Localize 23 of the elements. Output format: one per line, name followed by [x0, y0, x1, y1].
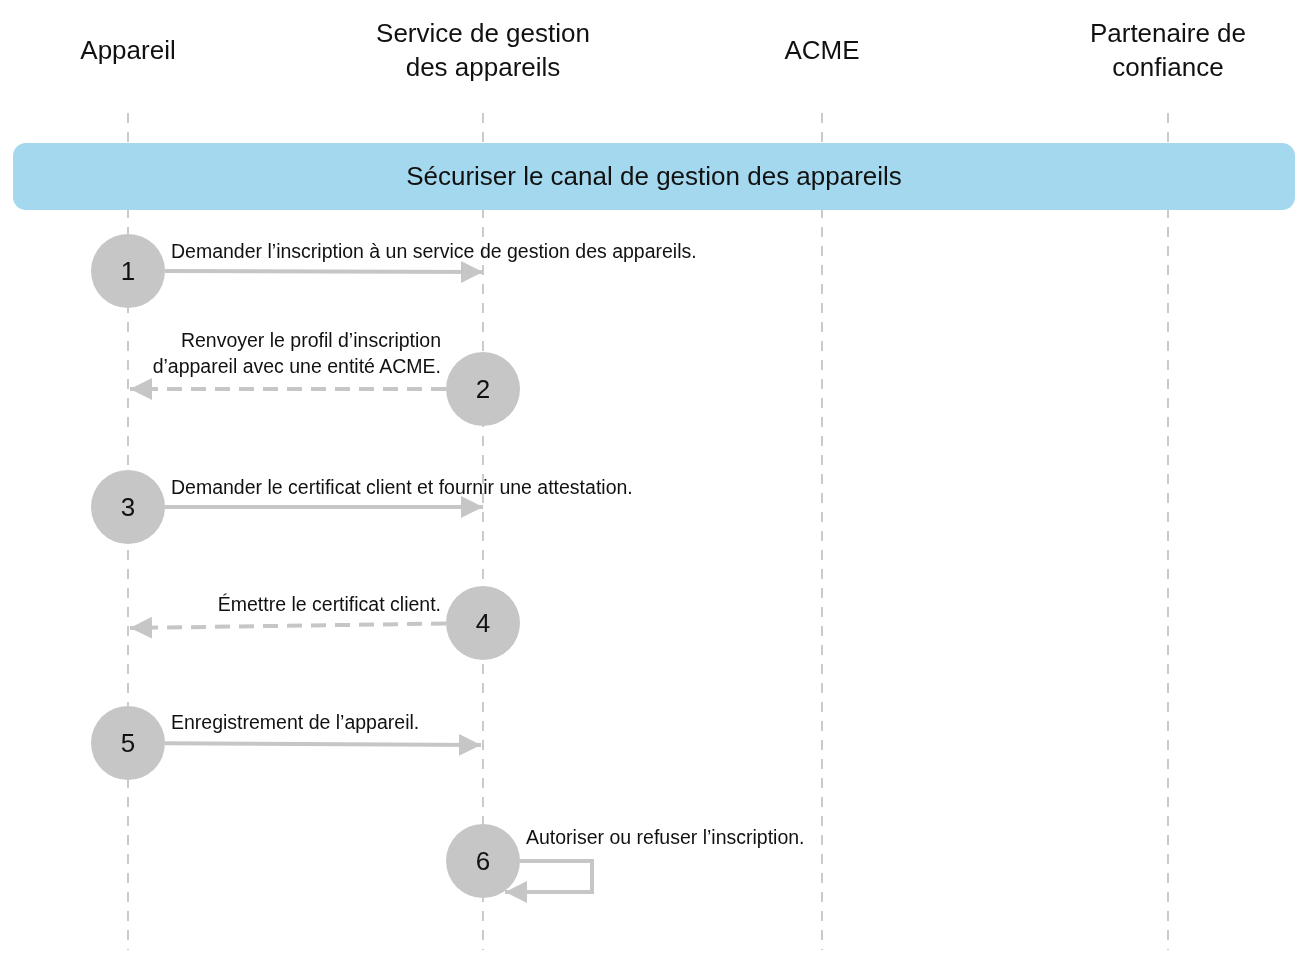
arrow — [130, 378, 446, 400]
step-circle: 3 — [91, 470, 165, 544]
edge-label: Autoriser ou refuser l’inscription. — [526, 825, 806, 850]
arrow — [505, 859, 594, 903]
edge-label: Demander le certificat client et fournir une attestation. — [171, 475, 634, 500]
step-circle: 1 — [91, 234, 165, 308]
phase-band: Sécuriser le canal de gestion des appareils — [13, 143, 1295, 210]
arrow — [165, 496, 483, 518]
arrow — [129, 616, 447, 639]
lane-header: Appareil — [3, 33, 253, 67]
lane-header: ACME — [697, 33, 947, 67]
arrow — [165, 733, 481, 756]
lane-header: Partenaire de confiance — [1043, 16, 1293, 84]
edge-label: Renvoyer le profil d’inscription d’appareil avec une entité ACME. — [151, 328, 441, 379]
step-circle: 6 — [446, 824, 520, 898]
edge-label: Émettre le certificat client. — [216, 592, 441, 617]
arrow — [165, 260, 483, 283]
edge-label: Enregistrement de l’appareil. — [171, 710, 421, 735]
lane-header: Service de gestion des appareils — [358, 16, 608, 84]
step-circle: 4 — [446, 586, 520, 660]
step-circle: 5 — [91, 706, 165, 780]
step-circle: 2 — [446, 352, 520, 426]
edge-label: Demander l’inscription à un service de gestion des appareils. — [171, 239, 698, 264]
